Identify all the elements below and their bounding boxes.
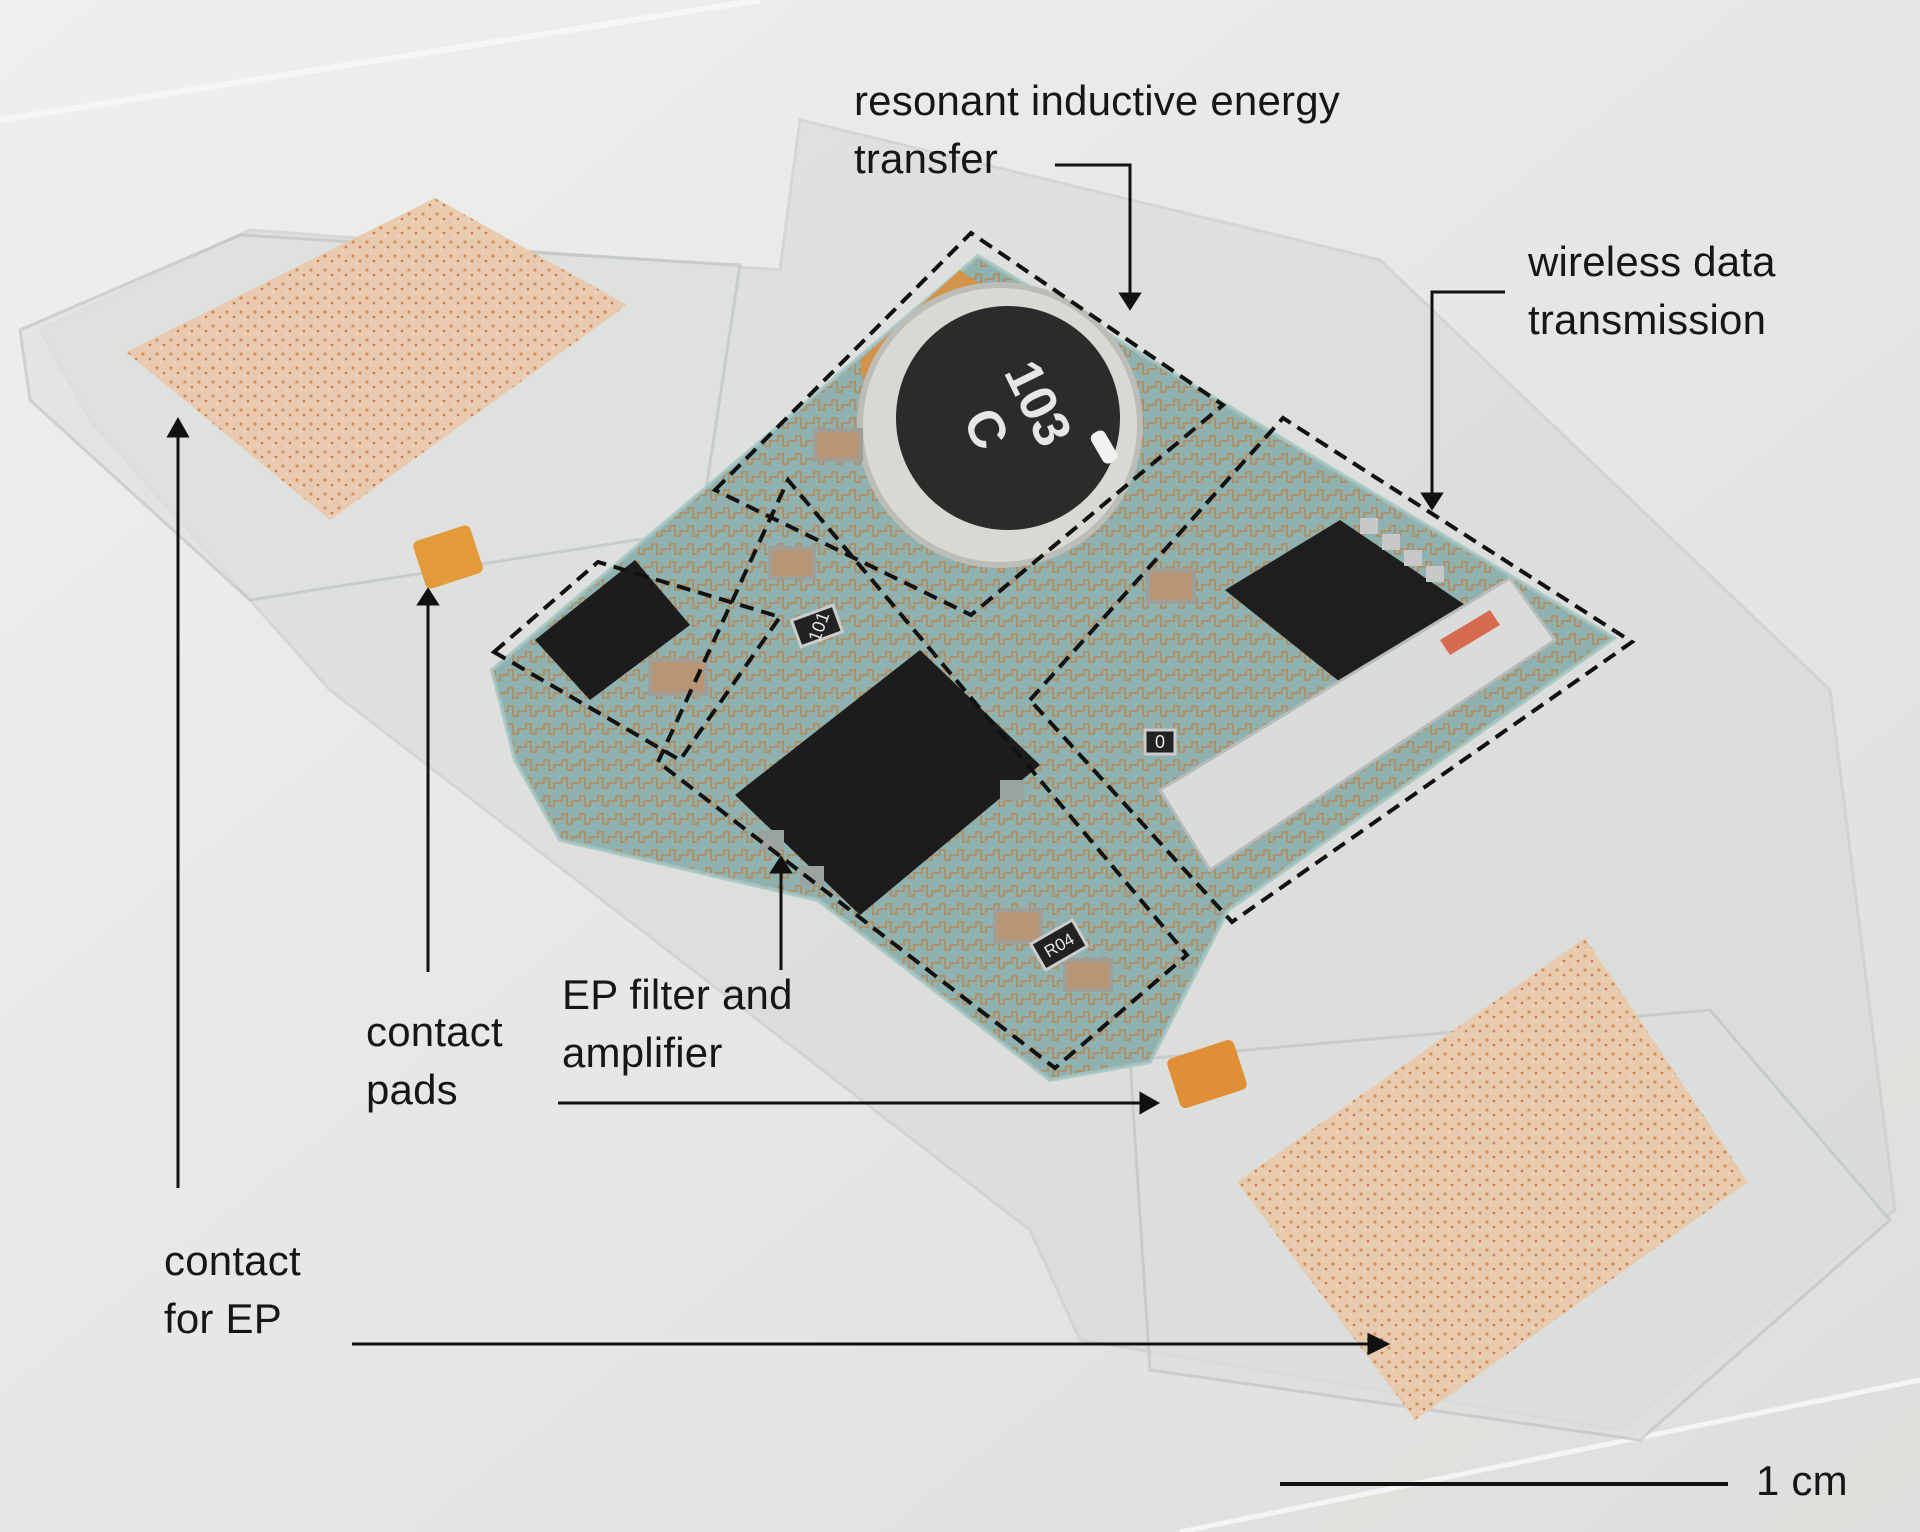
pcb-board	[489, 253, 1618, 1083]
contact-pad-top	[413, 525, 483, 589]
resistors: 101 0 R04	[789, 603, 1177, 973]
electrode-pad-top	[126, 198, 627, 520]
electrode-pad-bottom	[1237, 938, 1748, 1420]
label-contact-pads: contact pads	[366, 1008, 503, 1113]
arrow-wireless	[1430, 290, 1505, 498]
label-energy-transfer: resonant inductive energy transfer	[854, 77, 1340, 182]
label-contact-for-ep: contact for EP	[164, 1237, 301, 1342]
ceramic-antenna	[1157, 576, 1558, 873]
amplifier-ic	[735, 650, 1040, 915]
inductor-coil: 103C	[857, 270, 1143, 570]
regulator-ic	[535, 560, 690, 700]
resistor-marking-2: 0	[1155, 732, 1165, 752]
region-energy-transfer	[711, 230, 1227, 618]
label-ep-filter: EP filter and amplifier	[562, 971, 793, 1076]
region-regulator	[490, 559, 784, 763]
contact-pad-bottom	[1167, 1040, 1247, 1108]
region-ep-filter	[655, 476, 1190, 1071]
arrow-energy	[1055, 163, 1132, 298]
label-wireless-transmission: wireless data transmission	[1528, 238, 1776, 343]
region-wireless	[1027, 415, 1636, 925]
label-scale-bar: 1 cm	[1756, 1457, 1848, 1504]
capacitors	[648, 428, 1196, 992]
